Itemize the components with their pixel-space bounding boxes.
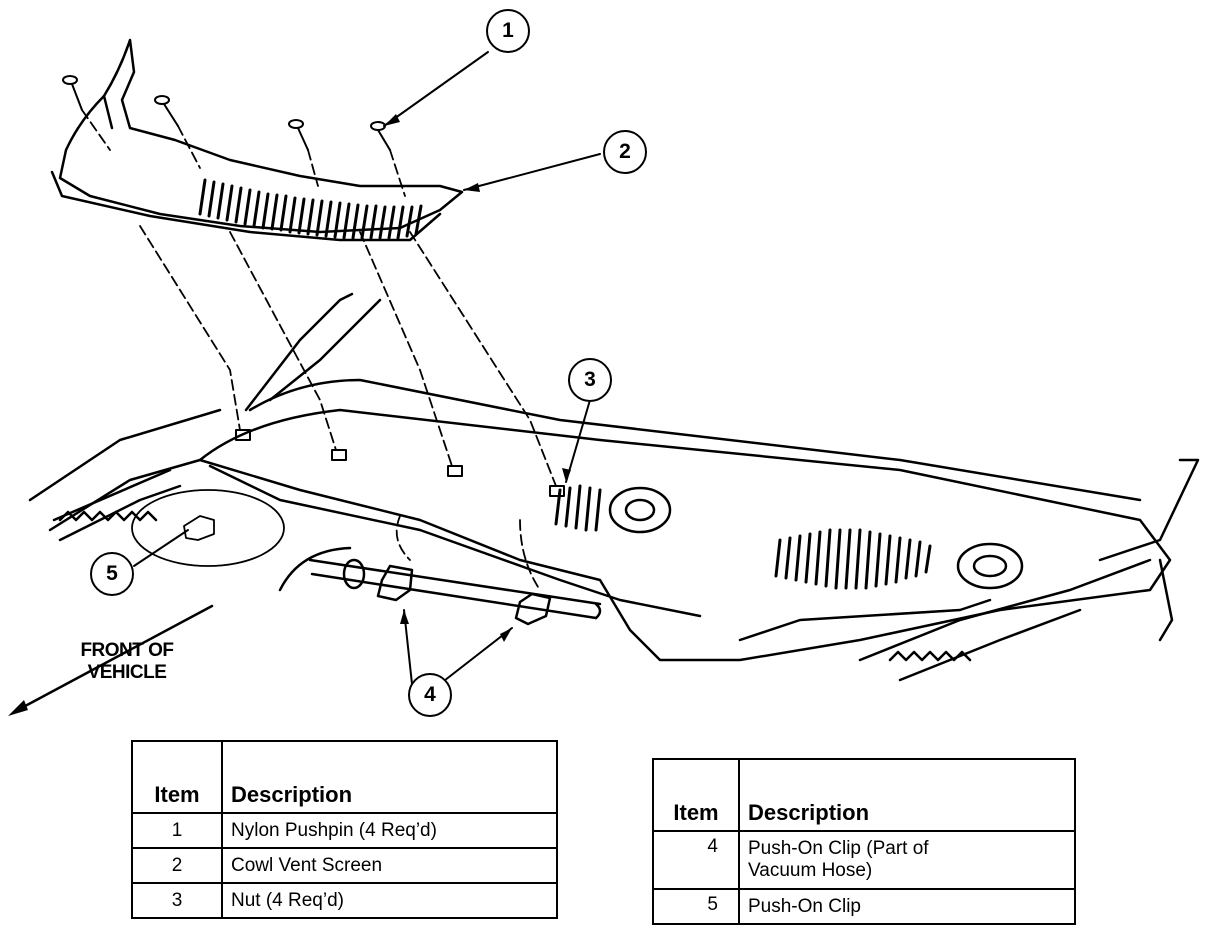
legend-item-description: Push-On Clip (Part of Vacuum Hose) [738, 830, 1076, 890]
legend-description-line: Vacuum Hose) [748, 860, 873, 881]
legend-item-description: Cowl Vent Screen [221, 847, 558, 884]
legend-header-row: Item Description [131, 740, 558, 814]
front-of-vehicle-label: FRONT OF VEHICLE [52, 640, 202, 684]
callout-2: 2 [603, 130, 647, 174]
legend-item-number: 5 [652, 888, 740, 925]
legend-item-description: Push-On Clip [738, 888, 1076, 925]
legend-header-description: Description [738, 758, 1076, 832]
front-label-line1: FRONT OF [80, 640, 174, 661]
nylon-pushpins [62, 75, 391, 151]
legend-row: 3 Nut (4 Req’d) [131, 882, 558, 919]
legend-item-description: Nylon Pushpin (4 Req’d) [221, 812, 558, 849]
legend-table-items-4-5: Item Description 4 Push-On Clip (Part of… [652, 758, 1076, 925]
cowl-vent-screen [50, 38, 464, 242]
installation-lines [81, 109, 557, 487]
nuts [235, 429, 565, 497]
legend-row: 5 Push-On Clip [652, 888, 1076, 925]
motor-wells [608, 486, 1024, 590]
legend-description-line: Push-On Clip (Part of [748, 838, 929, 859]
legend-row: 4 Push-On Clip (Part of Vacuum Hose) [652, 830, 1076, 890]
leader-lines [133, 51, 601, 685]
front-label-line2: VEHICLE [87, 662, 167, 683]
legend-header-description: Description [221, 740, 558, 814]
legend-item-number: 4 [652, 830, 740, 890]
front-arrow [12, 604, 214, 714]
push-on-clips [376, 515, 552, 626]
callout-3: 3 [568, 358, 612, 402]
legend-item-number: 2 [131, 847, 223, 884]
callout-1: 1 [486, 9, 530, 53]
detail-ellipse [131, 489, 285, 567]
legend-header-item: Item [131, 740, 223, 814]
front-arrow-head [8, 700, 28, 716]
legend-header-row: Item Description [652, 758, 1076, 832]
vacuum-hose [278, 546, 602, 620]
legend-row: 1 Nylon Pushpin (4 Req’d) [131, 812, 558, 849]
cowl-panel [28, 292, 1200, 682]
callout-4: 4 [408, 673, 452, 717]
legend-item-number: 1 [131, 812, 223, 849]
leader-arrowheads [384, 114, 571, 642]
legend-header-item: Item [652, 758, 740, 832]
legend-item-description: Nut (4 Req’d) [221, 882, 558, 919]
legend-item-number: 3 [131, 882, 223, 919]
legend-row: 2 Cowl Vent Screen [131, 847, 558, 884]
right-vent-grille [554, 484, 932, 590]
callout-5: 5 [90, 552, 134, 596]
legend-table-items-1-3: Item Description 1 Nylon Pushpin (4 Req’… [131, 740, 558, 919]
